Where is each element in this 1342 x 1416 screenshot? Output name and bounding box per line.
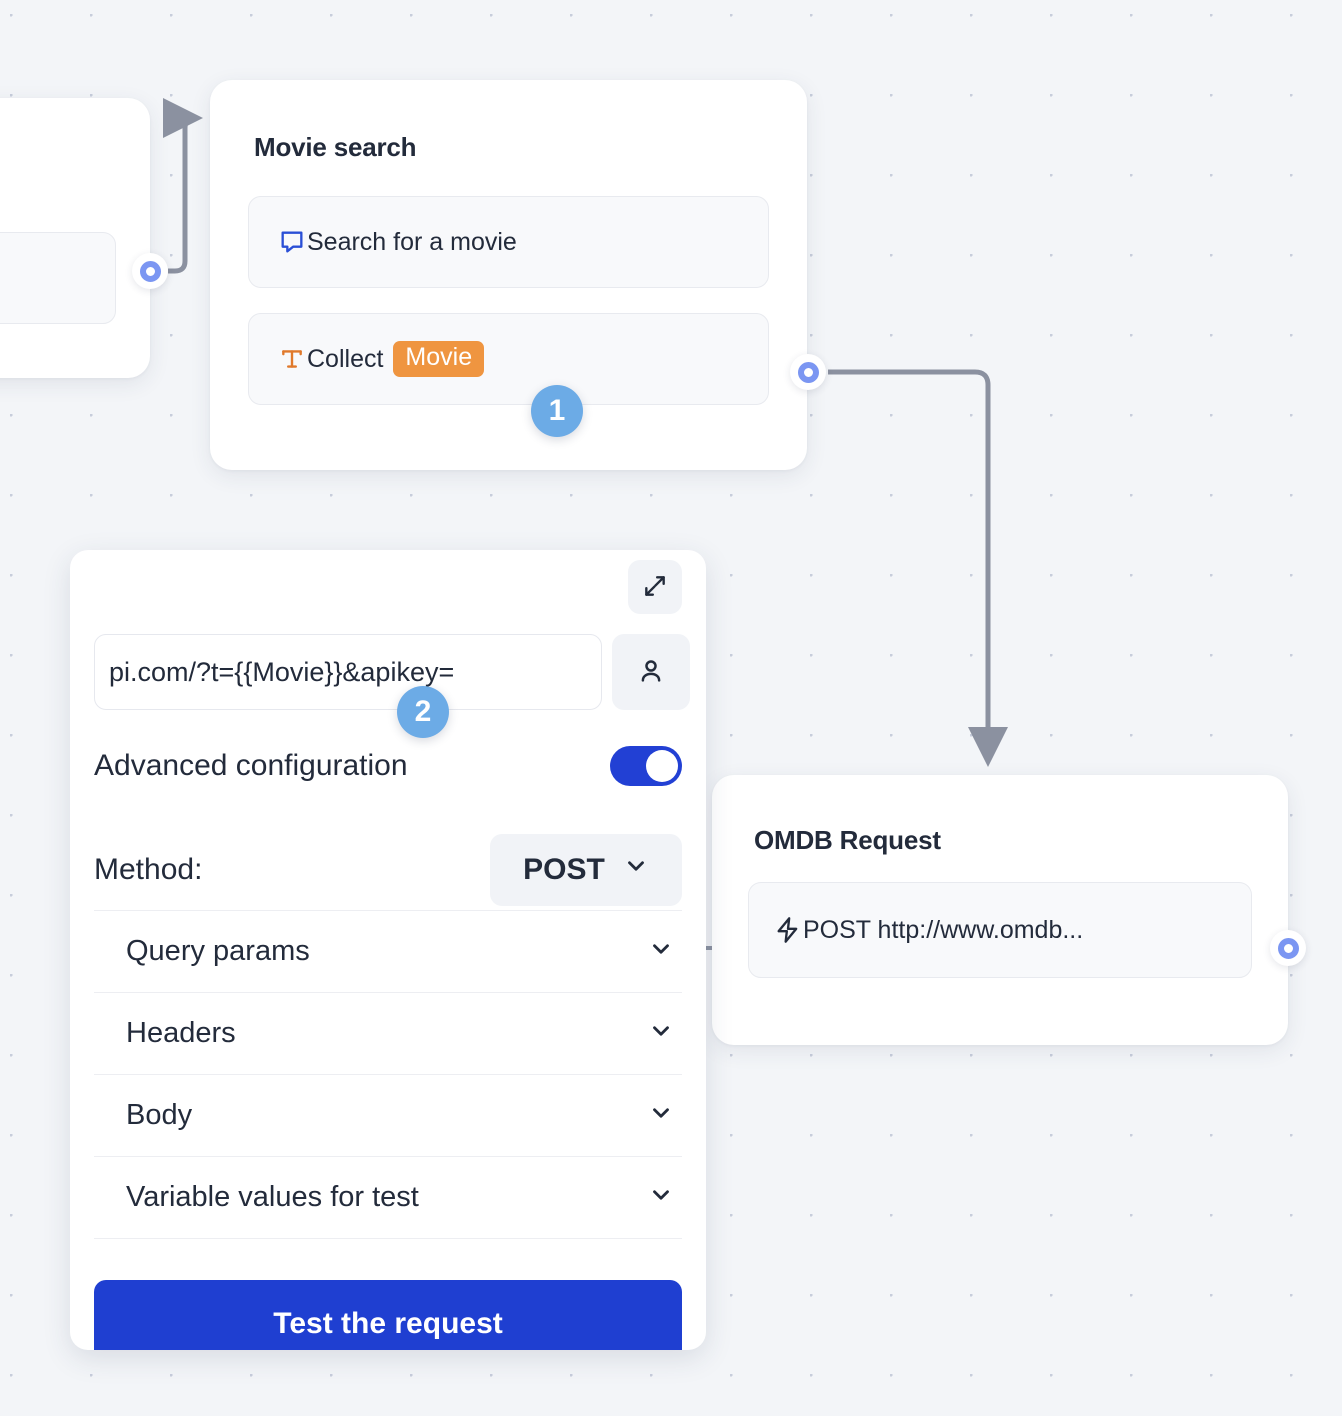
section-divider-bottom bbox=[94, 1238, 682, 1239]
node-card-partial[interactable] bbox=[0, 98, 150, 378]
expand-panel-button[interactable] bbox=[628, 560, 682, 614]
chevron-down-icon bbox=[623, 853, 649, 887]
node-card-movie-search[interactable]: Movie search Search for a movie bbox=[210, 80, 807, 470]
node-title: OMDB Request bbox=[754, 825, 941, 855]
output-port-partial[interactable] bbox=[132, 253, 168, 289]
chevron-down-icon[interactable] bbox=[648, 1182, 674, 1213]
edge-partial-to-movie bbox=[163, 98, 203, 274]
method-select-dropdown[interactable]: POST bbox=[490, 834, 682, 906]
node-row-label: Collect Movie bbox=[307, 341, 485, 377]
section-label: Variable values for test bbox=[126, 1181, 419, 1213]
node-row-label: Search for a movie bbox=[307, 227, 517, 256]
advanced-configuration-row[interactable]: Advanced configuration bbox=[94, 746, 682, 786]
request-url-input[interactable] bbox=[94, 634, 602, 710]
message-bubble-icon bbox=[277, 227, 307, 257]
method-label: Method: bbox=[94, 853, 203, 886]
node-row-post-request[interactable]: POST http://www.omdb... bbox=[748, 882, 1252, 978]
section-label: Query params bbox=[126, 935, 310, 967]
output-port-movie-search[interactable] bbox=[790, 354, 826, 390]
config-sections-list: Query params Headers Body bbox=[94, 910, 682, 1239]
advanced-configuration-toggle[interactable] bbox=[610, 746, 682, 786]
chevron-down-icon[interactable] bbox=[648, 1018, 674, 1049]
edge-movie-to-omdb bbox=[828, 369, 1008, 767]
variable-chip-movie[interactable]: Movie bbox=[393, 341, 485, 377]
step-badge-1: 1 bbox=[531, 385, 583, 437]
section-label: Body bbox=[126, 1099, 193, 1131]
section-headers[interactable]: Headers bbox=[94, 992, 682, 1074]
output-port-omdb-request[interactable] bbox=[1270, 930, 1306, 966]
method-selected-value: POST bbox=[523, 853, 605, 886]
node-row-label-text: Collect bbox=[307, 344, 384, 373]
node-row[interactable] bbox=[0, 232, 116, 324]
node-title: Movie search bbox=[254, 132, 417, 162]
section-label: Headers bbox=[126, 1017, 236, 1049]
lightning-bolt-icon bbox=[773, 915, 803, 945]
expand-diagonal-icon bbox=[642, 573, 668, 602]
user-person-icon bbox=[636, 656, 666, 689]
section-body[interactable]: Body bbox=[94, 1074, 682, 1156]
chevron-down-icon[interactable] bbox=[648, 936, 674, 967]
authentication-button[interactable] bbox=[612, 634, 690, 710]
node-card-omdb-request[interactable]: OMDB Request POST http://www.omdb... bbox=[712, 775, 1288, 1045]
text-type-icon bbox=[277, 344, 307, 374]
advanced-configuration-label: Advanced configuration bbox=[94, 749, 408, 782]
node-row-label: POST http://www.omdb... bbox=[803, 915, 1084, 944]
request-config-panel[interactable]: Advanced configuration Method: POST Quer… bbox=[70, 550, 706, 1350]
node-row-search-for-a-movie[interactable]: Search for a movie bbox=[248, 196, 769, 288]
step-badge-2: 2 bbox=[397, 686, 449, 738]
section-variable-values-for-test[interactable]: Variable values for test bbox=[94, 1156, 682, 1238]
test-the-request-button[interactable]: Test the request bbox=[94, 1280, 682, 1350]
method-row: Method: POST bbox=[94, 834, 682, 906]
node-row-collect-movie[interactable]: Collect Movie bbox=[248, 313, 769, 405]
url-field-group[interactable] bbox=[94, 634, 690, 710]
chevron-down-icon[interactable] bbox=[648, 1100, 674, 1131]
section-query-params[interactable]: Query params bbox=[94, 910, 682, 992]
